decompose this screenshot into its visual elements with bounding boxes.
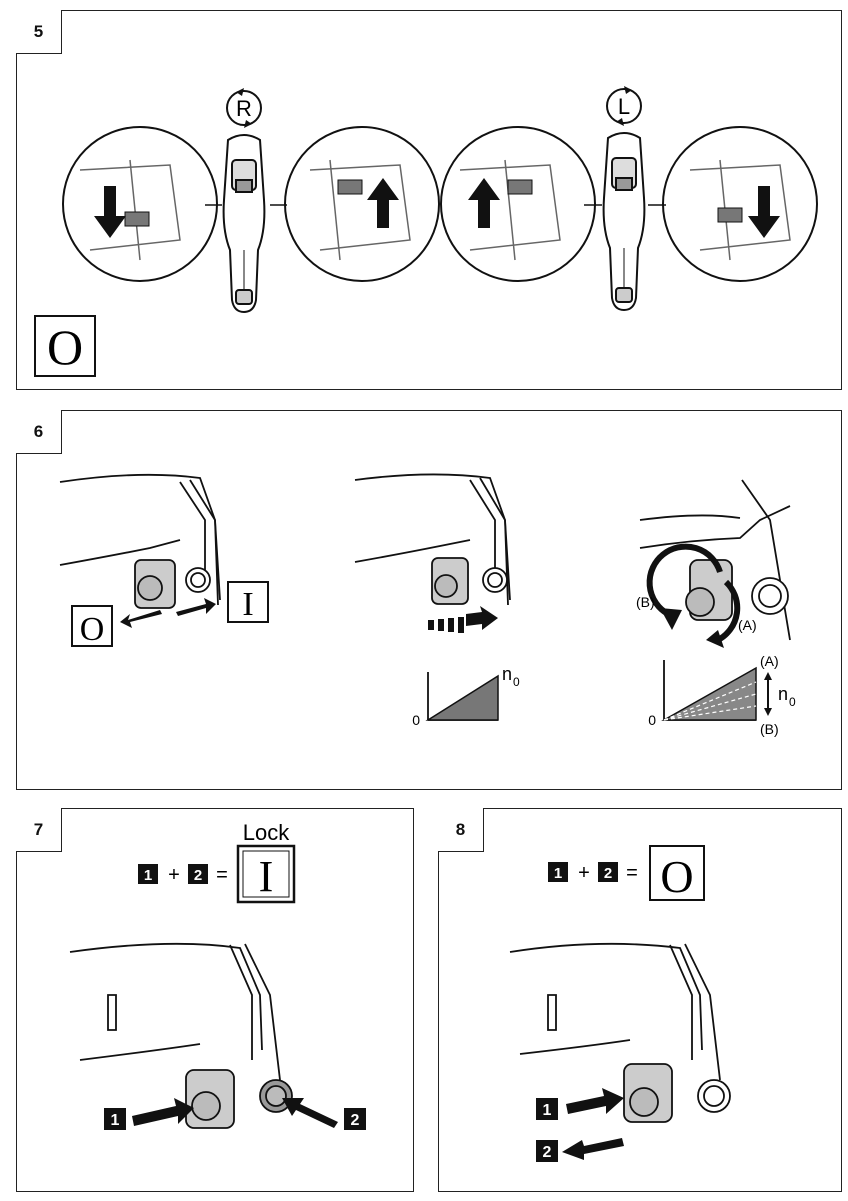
rotation-right-icon: R (226, 88, 262, 128)
detail-circle-2 (270, 126, 440, 282)
release-arrow-2b (562, 1138, 624, 1160)
drill-housing-unlock (509, 942, 731, 1123)
callout-num-2b: 2 (543, 1144, 552, 1161)
drill-side-view-right (222, 134, 266, 314)
panel-7-number: 7 (16, 808, 62, 852)
detail-circle-1 (62, 126, 222, 282)
press-arrow-1 (132, 1098, 194, 1126)
rotation-left-icon: L (606, 86, 642, 126)
off-symbol: O (47, 319, 83, 375)
callout-badge-1 (104, 1108, 126, 1130)
variable-chart-n-label: n (778, 684, 788, 704)
lock-on-symbol-inner (242, 850, 290, 898)
dial-label-a: (A) (738, 617, 757, 633)
variable-chart-origin: 0 (648, 712, 656, 728)
callout-num-1: 1 (111, 1112, 120, 1129)
panel-8-number: 8 (438, 808, 484, 852)
rotation-right-label: R (236, 96, 252, 121)
callout-badge-2b (536, 1140, 558, 1162)
equation-badge-1b (548, 862, 568, 882)
drill-housing-3 (639, 479, 791, 641)
unlock-off-symbol: O (660, 851, 693, 902)
drill-housing-2 (354, 473, 511, 606)
dial-rotation-arrows (646, 543, 741, 648)
equation-num-2b: 2 (604, 865, 612, 882)
rotation-left-label: L (618, 94, 630, 119)
panel-5-number: 5 (16, 10, 62, 54)
variable-speed-chart: 0 (A) (B) n 0 (648, 653, 796, 737)
equation-badge-1 (138, 864, 158, 884)
dial-label-b: (B) (636, 594, 655, 610)
equation-equals-b: = (626, 862, 638, 884)
panel-6-number: 6 (16, 410, 62, 454)
trigger-press-arrow (428, 606, 498, 633)
lock-title: Lock (243, 820, 290, 845)
equation-num-1: 1 (144, 867, 152, 884)
off-symbol-2: O (80, 611, 105, 648)
callout-badge-2 (344, 1108, 366, 1130)
speed-chart: 0 n 0 (412, 664, 520, 728)
drill-housing-lock (69, 942, 293, 1129)
equation-num-2: 2 (194, 867, 202, 884)
on-symbol: I (242, 586, 253, 623)
off-symbol-box: O (34, 315, 96, 377)
equation-num-1b: 1 (554, 865, 562, 882)
drill-housing-1 (59, 473, 221, 609)
callout-num-1b: 1 (543, 1102, 552, 1119)
lock-on-symbol: I (259, 852, 274, 901)
equation-badge-2 (188, 864, 208, 884)
callout-badge-1b (536, 1098, 558, 1120)
equation-badge-2b (598, 862, 618, 882)
lock-on-symbol-box (236, 844, 296, 904)
equation-plus: + (168, 864, 180, 886)
detail-circle-3 (440, 126, 602, 282)
switch-arrows-1 (120, 598, 216, 628)
speed-chart-max-label: n (502, 664, 512, 684)
drill-side-view-left (602, 132, 646, 312)
press-arrow-1b (566, 1088, 624, 1114)
variable-chart-bottom-label: (B) (760, 721, 779, 737)
panel-8 (438, 808, 842, 1192)
detail-circle-4 (648, 126, 818, 282)
equation-equals: = (216, 864, 228, 886)
unlock-off-symbol-box (649, 845, 705, 901)
variable-chart-n-sub: 0 (789, 695, 796, 709)
speed-chart-max-sub: 0 (513, 675, 520, 689)
off-symbol-box-2 (71, 605, 113, 647)
on-symbol-box (227, 581, 269, 623)
press-arrow-2 (282, 1098, 338, 1128)
equation-plus-b: + (578, 862, 590, 884)
callout-num-2: 2 (351, 1112, 360, 1129)
variable-chart-top-label: (A) (760, 653, 779, 669)
speed-chart-origin: 0 (412, 712, 420, 728)
